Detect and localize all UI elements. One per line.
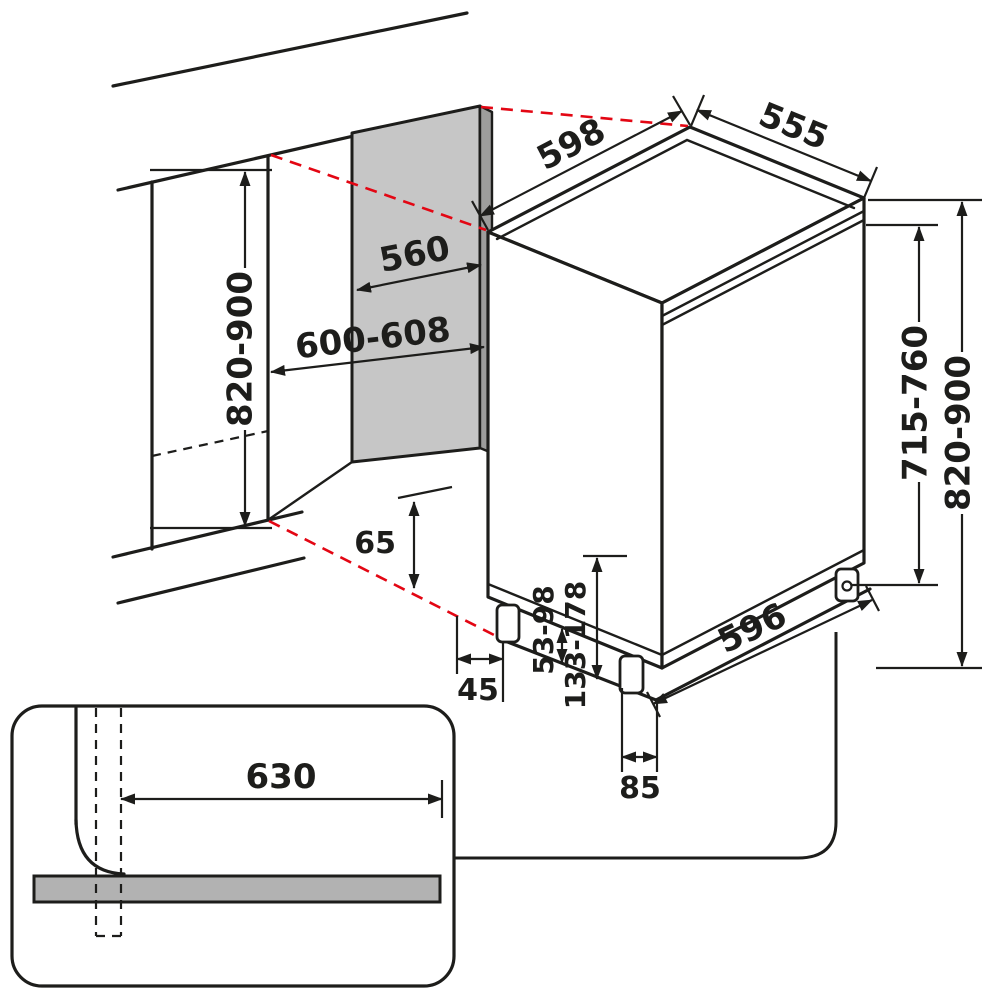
dim-45: 45 bbox=[455, 616, 505, 708]
front-left-foot bbox=[495, 603, 521, 644]
dim-label-53-98: 53-98 bbox=[527, 585, 560, 675]
corner-foot bbox=[618, 654, 645, 695]
dim-85: 85 bbox=[619, 688, 661, 806]
dim-715-760: 715-760 bbox=[852, 223, 938, 587]
side-panel-face bbox=[350, 104, 482, 464]
dim-label-85: 85 bbox=[619, 771, 661, 806]
dim-53-98: 53-98 bbox=[527, 585, 568, 675]
dim-label-45: 45 bbox=[457, 673, 499, 708]
cabinet-niche bbox=[111, 154, 354, 605]
dim-label-overall-height: 820-900 bbox=[939, 355, 979, 511]
dim-label-133-178: 133-178 bbox=[559, 581, 592, 710]
dim-label-630: 630 bbox=[246, 757, 317, 797]
dim-label-niche-height: 820-900 bbox=[221, 271, 261, 427]
niche-side-panel bbox=[350, 104, 494, 464]
dim-820-900-left: 820-900 bbox=[150, 168, 272, 530]
foot-adjuster-wheel bbox=[841, 580, 853, 592]
plinth-detail-inset: 630 bbox=[10, 704, 456, 988]
dim-820-900-right: 820-900 bbox=[868, 198, 982, 670]
dim-label-appliance-height: 715-760 bbox=[896, 325, 936, 481]
inset-frame bbox=[10, 704, 456, 988]
plinth-board bbox=[32, 874, 442, 904]
dim-133-178: 133-178 bbox=[559, 554, 627, 710]
dim-630: 630 bbox=[120, 757, 444, 818]
dim-560: 560 bbox=[356, 228, 482, 293]
dim-label-65: 65 bbox=[354, 526, 396, 561]
dim-65: 65 bbox=[354, 485, 453, 589]
door-face bbox=[660, 196, 866, 670]
inset-connector-line bbox=[454, 632, 838, 860]
